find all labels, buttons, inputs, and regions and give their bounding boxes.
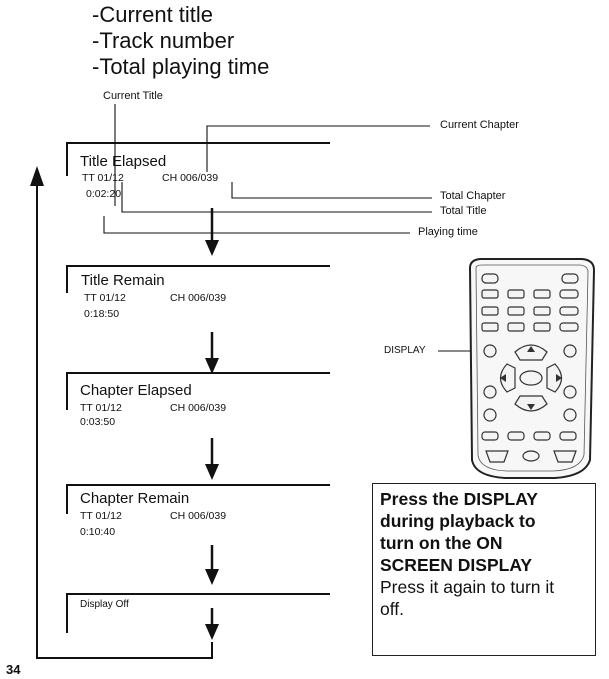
down-arrow-icon: [205, 332, 219, 374]
note-line-3: turn on the ON: [380, 533, 503, 553]
down-arrow-icon: [205, 208, 219, 256]
screen-1-ch: CH 006/039: [162, 172, 219, 184]
note-line-4: SCREEN DISPLAY: [380, 555, 533, 575]
down-arrow-icon: [205, 438, 219, 480]
note-line-5: Press it again to turn it: [380, 577, 555, 597]
note-line-6: off.: [380, 599, 405, 619]
remote-control-illustration: [468, 258, 596, 479]
screen-1-time: 0:02:20: [86, 188, 122, 200]
note-line-1: Press the DISPLAY: [380, 489, 538, 509]
screen-2-tt: TT 01/12: [84, 292, 126, 304]
screen-2-bracket: [66, 265, 330, 293]
page-number: 34: [6, 662, 21, 677]
callout-current-chapter: Current Chapter: [440, 119, 519, 131]
screen-3-tt: TT 01/12: [80, 402, 122, 414]
screen-5-title: Display Off: [80, 599, 129, 610]
screen-1-bracket: [66, 142, 330, 176]
down-arrow-icon: [205, 608, 219, 640]
total-title-leader: [121, 182, 432, 213]
screen-1-title: Title Elapsed: [80, 153, 167, 170]
intro-total-playing-time: -Total playing time: [92, 54, 270, 79]
screen-2-time: 0:18:50: [84, 308, 120, 320]
screen-4-time: 0:10:40: [80, 526, 116, 538]
note-line-2: during playback to: [380, 511, 536, 531]
playing-time-leader: [103, 216, 410, 234]
intro-current-title: -Current title: [92, 2, 214, 27]
intro-track-number: -Track number: [92, 28, 235, 53]
down-arrow-icon: [205, 545, 219, 585]
screen-4-bracket: [66, 484, 330, 514]
screen-2-title: Title Remain: [81, 272, 165, 289]
display-instruction-box: Press the DISPLAY during playback to tur…: [372, 483, 596, 656]
callout-playing-time: Playing time: [418, 226, 478, 238]
screen-3-title: Chapter Elapsed: [80, 382, 192, 399]
screen-4-title: Chapter Remain: [80, 490, 190, 507]
callout-total-chapter: Total Chapter: [440, 190, 506, 202]
screen-4-ch: CH 006/039: [170, 510, 227, 522]
screen-5-bracket: [66, 593, 330, 633]
loop-back-arrow-icon: [30, 166, 213, 659]
screen-4-tt: TT 01/12: [80, 510, 122, 522]
callout-display: DISPLAY: [384, 345, 426, 356]
screen-3-bracket: [66, 372, 330, 410]
screen-3-ch: CH 006/039: [170, 402, 227, 414]
total-chapter-leader: [231, 182, 432, 199]
screen-3-time: 0:03:50: [80, 416, 116, 428]
callout-total-title: Total Title: [440, 205, 487, 217]
current-chapter-leader: [206, 125, 430, 172]
screen-2-ch: CH 006/039: [170, 292, 227, 304]
screen-1-tt: TT 01/12: [82, 172, 124, 184]
callout-current-title: Current Title: [103, 90, 163, 102]
